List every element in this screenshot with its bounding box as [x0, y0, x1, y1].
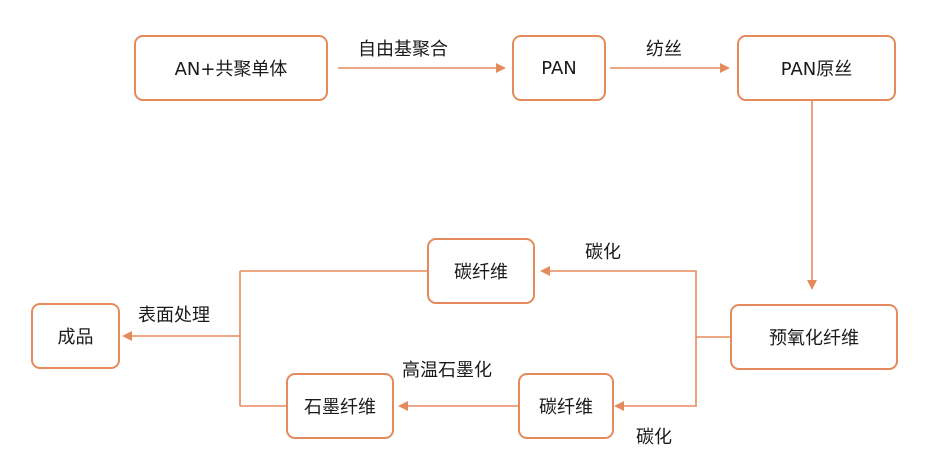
- node-graphite-fiber: 石墨纤维: [286, 373, 394, 439]
- node-pan: PAN: [512, 35, 606, 101]
- node-preoxidized-fiber: 预氧化纤维: [730, 304, 898, 370]
- node-monomer: AN+共聚单体: [134, 35, 328, 101]
- label-polymerization: 自由基聚合: [358, 39, 448, 60]
- label-carbonization-top: 碳化: [585, 242, 621, 263]
- label-spinning: 纺丝: [646, 39, 682, 60]
- node-carbon-fiber-top: 碳纤维: [427, 238, 535, 304]
- arrow-carbonization-top: [540, 266, 697, 337]
- label-graphitization: 高温石墨化: [402, 360, 492, 381]
- arrow-carbonization-bottom: [614, 337, 697, 411]
- node-product: 成品: [31, 303, 120, 369]
- node-carbon-fiber-bottom: 碳纤维: [518, 373, 614, 439]
- node-pan-precursor: PAN原丝: [737, 35, 896, 101]
- label-surface-treatment: 表面处理: [138, 305, 210, 326]
- label-carbonization-bottom: 碳化: [636, 427, 672, 448]
